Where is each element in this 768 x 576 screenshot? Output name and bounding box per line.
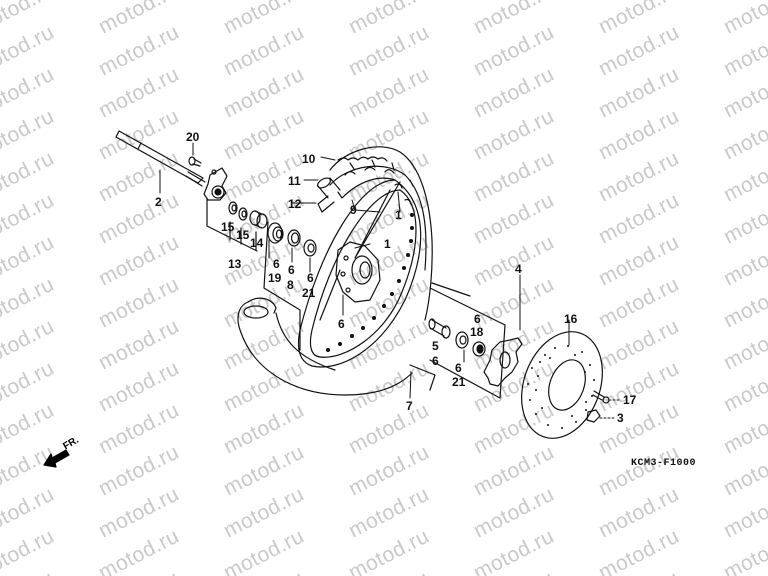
callout-4: 4: [515, 262, 522, 276]
nut-icon: [586, 409, 601, 423]
callout-6d: 6: [338, 317, 345, 331]
front-direction-arrow-icon: [43, 449, 70, 468]
callout-8: 8: [287, 278, 294, 292]
tire-icon: [329, 146, 433, 321]
callout-17: 17: [623, 393, 637, 407]
callout-2: 2: [155, 195, 162, 209]
callout-6f: 6: [432, 354, 439, 368]
bolt-icon: [188, 156, 202, 167]
callout-14: 14: [250, 236, 264, 250]
collar-icon: [249, 210, 268, 229]
callout-7: 7: [406, 399, 413, 413]
callout-6e: 6: [474, 312, 481, 326]
disc-carrier-icon: [483, 337, 523, 387]
callout-16: 16: [564, 312, 578, 326]
callout-6a: 6: [273, 257, 280, 271]
leader-lines: [159, 142, 621, 419]
drawing-code: KCM3-F1000: [631, 458, 697, 469]
tube-icon: [317, 177, 341, 213]
brake-disc-icon: [521, 331, 603, 439]
callout-12: 12: [288, 197, 302, 211]
callout-18: 18: [470, 325, 484, 339]
callout-9: 9: [350, 203, 357, 217]
bearing-icon: [287, 229, 301, 247]
callout-6g: 6: [455, 361, 462, 375]
tire-sidewall-icon: [237, 297, 413, 396]
hub-icon: [335, 241, 381, 303]
axle-icon: [115, 130, 206, 187]
callout-19: 19: [268, 271, 282, 285]
collar-icon: [428, 318, 451, 339]
bearing-icon: [455, 331, 469, 349]
bearing-icon: [303, 239, 317, 257]
callout-15a: 15: [221, 220, 235, 234]
callout-11: 11: [288, 174, 301, 188]
callout-1b: 1: [384, 237, 391, 251]
callout-1a: 1: [395, 208, 402, 222]
callout-13: 13: [228, 257, 242, 271]
callout-6b: 6: [288, 263, 295, 277]
callout-20: 20: [186, 130, 200, 144]
seal-icon: [472, 341, 486, 357]
washer-icon: [228, 201, 248, 221]
callout-6c: 6: [307, 271, 314, 285]
rim-icon: [297, 179, 422, 368]
callout-5: 5: [432, 339, 439, 353]
bolt-icon: [592, 390, 610, 404]
callout-21b: 21: [452, 375, 466, 389]
callout-21a: 21: [302, 286, 316, 300]
callout-15b: 15: [236, 228, 250, 242]
callout-3: 3: [617, 411, 624, 425]
seal-icon: [267, 222, 284, 244]
callout-10: 10: [302, 152, 316, 166]
gearbox-icon: [203, 167, 228, 201]
